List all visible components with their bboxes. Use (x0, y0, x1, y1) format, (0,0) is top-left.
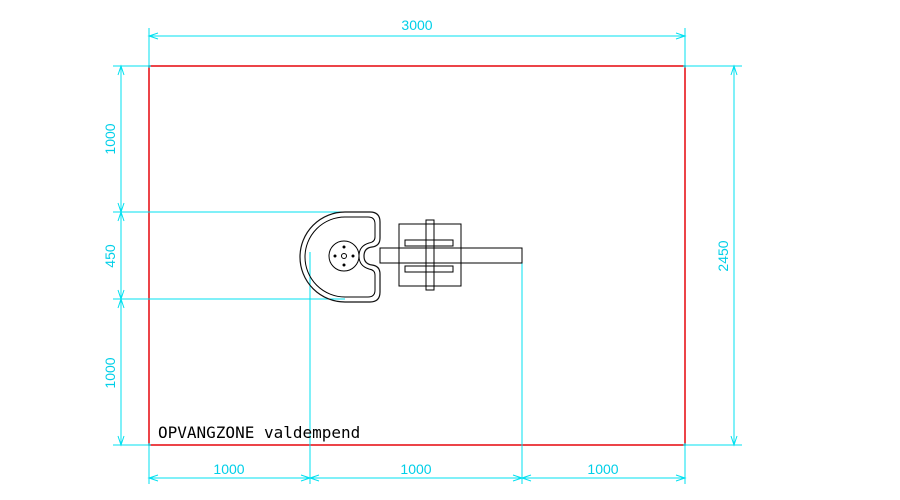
clamp-flange-bottom (404, 265, 454, 273)
equipment-top-view (299, 211, 523, 303)
dimension-left: 1000 450 1000 (102, 64, 345, 447)
clamp-flange-top (404, 239, 454, 247)
dimension-bottom-left-label: 1000 (213, 461, 244, 477)
bolt-3 (333, 254, 337, 258)
bolt-2 (342, 263, 346, 267)
bolt-4 (351, 254, 355, 258)
seat-pad-circle (328, 240, 360, 272)
dimension-top: 3000 (147, 17, 687, 68)
seat-shell-outer (299, 211, 381, 303)
dimension-left-top-label: 1000 (102, 123, 118, 154)
arm-beam (379, 247, 523, 264)
impact-zone-outline (148, 65, 686, 446)
zone-label: OPVANGZONE valdempend (158, 423, 360, 442)
base-plate (398, 223, 462, 287)
dimension-bottom-right-label: 1000 (587, 461, 618, 477)
dimension-bottom-middle-label: 1000 (400, 461, 431, 477)
dimension-right: 2450 (683, 64, 742, 447)
dimension-right-label: 2450 (715, 240, 731, 271)
dimension-top-label: 3000 (401, 17, 432, 33)
bolt-1 (342, 245, 346, 249)
clamp-vertical (425, 219, 435, 291)
dimension-left-bottom-label: 1000 (102, 357, 118, 388)
seat-shell-inner (304, 216, 376, 298)
seat-pad-center (341, 253, 347, 259)
dimension-bottom: 1000 1000 1000 (147, 252, 687, 484)
dimension-left-middle-label: 450 (102, 244, 118, 268)
